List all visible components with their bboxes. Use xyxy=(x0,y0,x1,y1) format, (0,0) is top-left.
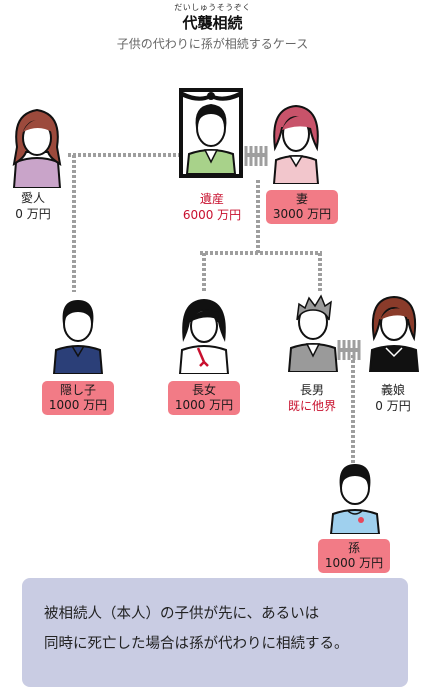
deceased-portrait xyxy=(179,88,243,178)
illegitimate-child-amount: 1000 万円 xyxy=(48,398,108,412)
daughter-in-law-avatar xyxy=(368,295,420,372)
page-title: 代襲相続 xyxy=(182,14,243,32)
deceased-name: 遺産 xyxy=(199,192,224,206)
eldest-son-avatar xyxy=(287,294,339,372)
note-line-2: 同時に死亡した場合は孫が代わりに相続する。 xyxy=(44,636,349,652)
eldest-son-name: 長男 xyxy=(299,383,324,397)
grandchild-name: 孫 xyxy=(347,541,360,555)
lover-name: 愛人 xyxy=(20,191,45,205)
lover-avatar xyxy=(12,108,62,188)
lover-label: 愛人 0 万円 xyxy=(8,190,58,222)
lover-amount: 0 万円 xyxy=(15,207,51,221)
daughter-in-law-amount: 0 万円 xyxy=(375,399,411,413)
eldest-daughter-name: 長女 xyxy=(191,383,216,397)
wife-share-badge: 妻 3000 万円 xyxy=(266,190,338,224)
illegitimate-child-avatar xyxy=(52,300,104,374)
eldest-daughter-avatar xyxy=(178,299,230,374)
eldest-son-label: 長男 既に他界 xyxy=(276,382,348,414)
illegitimate-child-share-badge: 隠し子 1000 万円 xyxy=(42,381,114,415)
eldest-daughter-amount: 1000 万円 xyxy=(174,398,234,412)
deceased-label: 遺産 6000 万円 xyxy=(176,191,248,223)
grandchild-avatar xyxy=(329,464,381,534)
page-subtitle: 子供の代わりに孫が相続するケース xyxy=(116,37,309,51)
grandchild-share-badge: 孫 1000 万円 xyxy=(318,539,390,573)
daughter-in-law-name: 義娘 xyxy=(380,383,405,397)
eldest-son-status: 既に他界 xyxy=(287,399,336,413)
grandchild-amount: 1000 万円 xyxy=(324,556,384,570)
title-ruby: だいしゅうそうぞく xyxy=(174,3,251,12)
wife-avatar xyxy=(272,104,320,184)
eldest-daughter-share-badge: 長女 1000 万円 xyxy=(168,381,240,415)
wife-name: 妻 xyxy=(295,192,308,206)
illegitimate-child-name: 隠し子 xyxy=(59,383,96,397)
explanation-note: 被相続人（本人）の子供が先に、あるいは 同時に死亡した場合は孫が代わりに相続する… xyxy=(22,578,408,687)
daughter-in-law-label: 義娘 0 万円 xyxy=(362,382,424,414)
deceased-amount: 6000 万円 xyxy=(182,208,242,222)
connector-children xyxy=(200,180,322,292)
wife-amount: 3000 万円 xyxy=(272,207,332,221)
note-line-1: 被相続人（本人）の子供が先に、あるいは xyxy=(44,606,320,622)
